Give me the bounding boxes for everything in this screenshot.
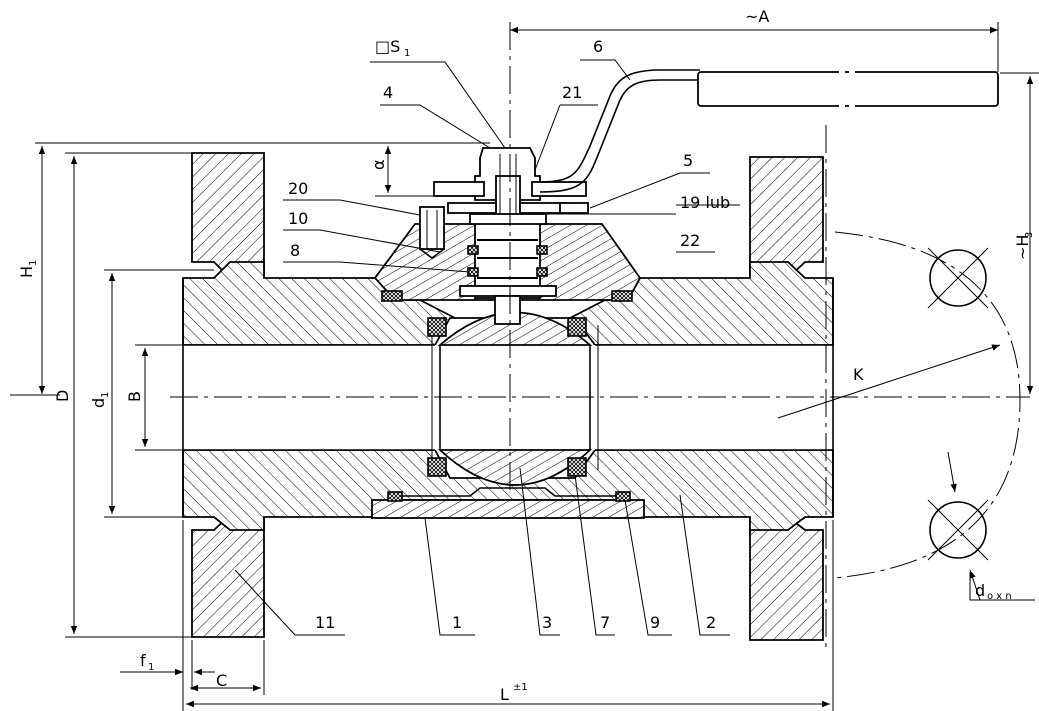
- handle-lever: [539, 68, 999, 193]
- label-2: 2: [706, 613, 716, 632]
- label-5: 5: [683, 151, 693, 170]
- right-flange: [749, 156, 824, 641]
- label-c: C: [216, 671, 227, 690]
- label-6: 6: [593, 37, 603, 56]
- bottom-plate: [371, 487, 645, 519]
- bolt: [419, 206, 445, 259]
- label-l-sup: ±1: [513, 682, 528, 693]
- label-dox-sub: o x n: [987, 591, 1012, 602]
- label-21: 21: [562, 83, 582, 102]
- label-alpha: α: [369, 159, 388, 170]
- label-10: 10: [288, 209, 308, 228]
- label-19: 19 lub: [680, 193, 730, 212]
- label-l: L: [500, 685, 509, 704]
- label-22: 22: [680, 231, 700, 250]
- label-d: D: [53, 390, 72, 402]
- stem: [433, 147, 589, 225]
- bolt-hole-detail: [834, 231, 1035, 601]
- label-20: 20: [288, 179, 308, 198]
- label-d1: d: [89, 398, 108, 408]
- label-a-dim: ~A: [745, 7, 769, 26]
- label-7: 7: [600, 613, 610, 632]
- label-h1-sub: 1: [28, 260, 39, 266]
- label-h3: ~H: [1013, 235, 1032, 260]
- label-f1-sub: 1: [148, 662, 154, 673]
- label-s1: □S: [375, 37, 400, 56]
- label-1: 1: [452, 613, 462, 632]
- label-h1: H: [17, 266, 36, 278]
- label-s1-sub: 1: [404, 48, 410, 59]
- label-3: 3: [542, 613, 552, 632]
- label-dox: d: [975, 581, 985, 600]
- label-11: 11: [315, 613, 335, 632]
- label-4: 4: [383, 83, 393, 102]
- label-8: 8: [290, 241, 300, 260]
- label-b: B: [125, 391, 144, 402]
- ball-seats: [427, 317, 587, 477]
- label-d1-sub: 1: [100, 392, 111, 398]
- label-9: 9: [650, 613, 660, 632]
- label-h3-sub: 3: [1024, 232, 1035, 238]
- label-k: K: [853, 365, 864, 384]
- label-f1: f: [140, 651, 146, 670]
